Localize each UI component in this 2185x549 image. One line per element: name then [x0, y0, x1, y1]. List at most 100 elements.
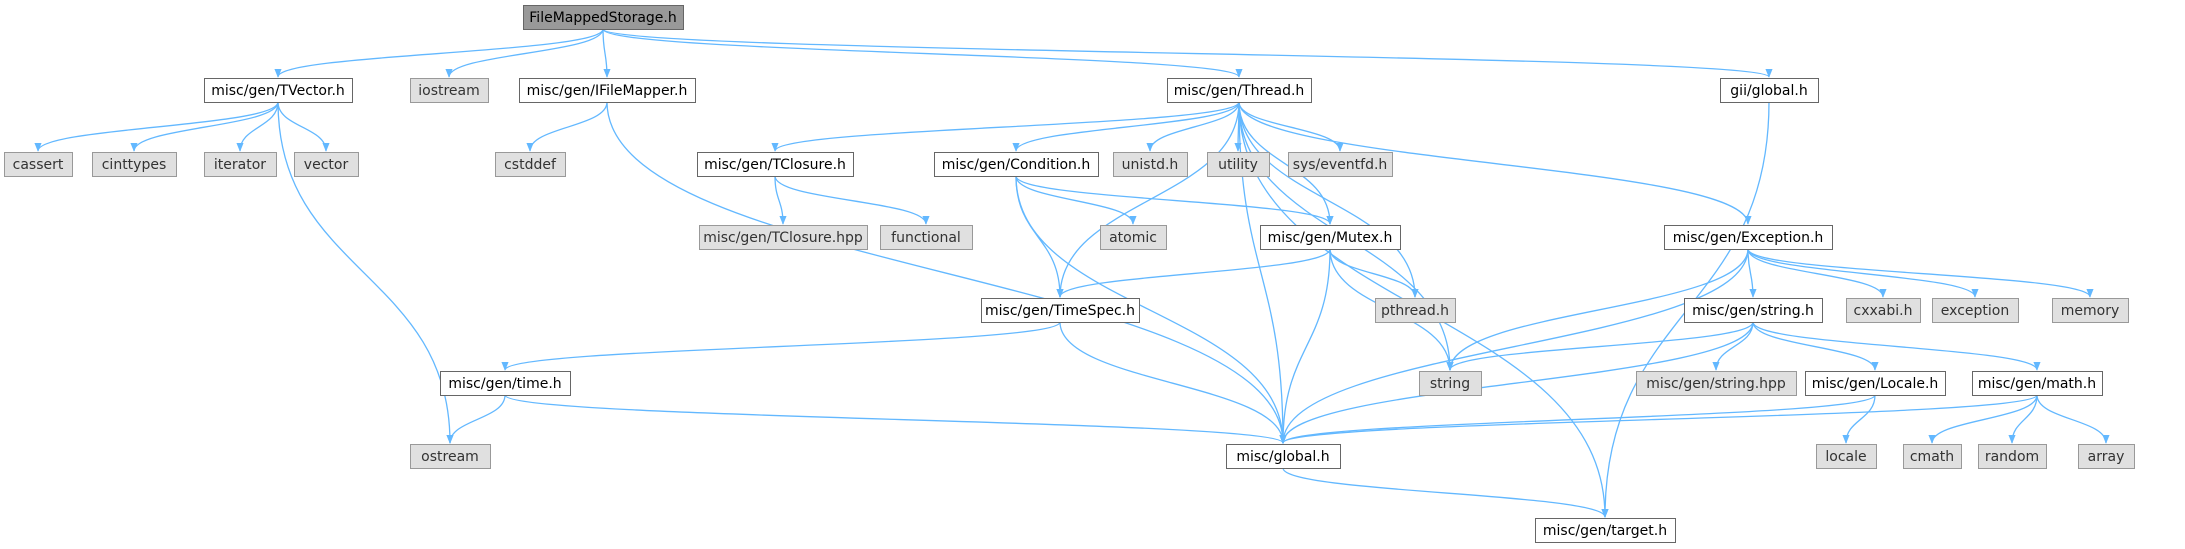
node-box: [1805, 371, 1946, 396]
node-label: exception: [1941, 303, 2009, 319]
edge-filemappedstorage-h-to-misc-gen-tvector-h: [274, 28, 604, 78]
node-misc-gen-tclosure-h[interactable]: misc/gen/TClosure.h: [697, 152, 854, 177]
node-misc-gen-exception-h[interactable]: misc/gen/Exception.h: [1664, 225, 1833, 250]
node-label: FileMappedStorage.h: [529, 10, 676, 26]
node-misc-gen-string-hpp: misc/gen/string.hpp: [1636, 371, 1797, 396]
node-misc-gen-locale-h[interactable]: misc/gen/Locale.h: [1805, 371, 1946, 396]
node-misc-gen-target-h[interactable]: misc/gen/target.h: [1535, 518, 1676, 543]
edge-misc-gen-condition-h-to-misc-gen-mutex-h: [1015, 175, 1334, 225]
node-label: gii/global.h: [1730, 83, 1807, 99]
edge-misc-gen-exception-h-to-misc-gen-string-h: [1747, 248, 1757, 298]
edge-misc-gen-thread-h-to-sys-eventfd-h: [1238, 101, 1344, 152]
node-box: [1903, 444, 1962, 469]
node-box: [699, 225, 868, 250]
node-box: [1100, 225, 1167, 250]
edge-misc-gen-string-h-to-string: [1446, 321, 1754, 371]
node-sys-eventfd-h: sys/eventfd.h: [1288, 152, 1393, 177]
edge-filemappedstorage-h-to-gii-global-h: [602, 28, 1773, 78]
node-box: [1167, 78, 1312, 103]
node-misc-gen-mutex-h[interactable]: misc/gen/Mutex.h: [1260, 225, 1401, 250]
node-box: [934, 152, 1099, 177]
node-box: [2078, 444, 2135, 469]
edge-misc-global-h-to-misc-gen-target-h: [1282, 467, 1609, 518]
edge-misc-gen-thread-h-to-misc-gen-timespec-h: [1056, 101, 1240, 298]
node-box: [4, 152, 73, 177]
node-label: memory: [2061, 303, 2120, 319]
edge-misc-gen-math-h-to-random: [2008, 394, 2038, 444]
node-label: misc/gen/TClosure.hpp: [703, 230, 863, 246]
node-box: [1978, 444, 2047, 469]
node-label: misc/gen/Mutex.h: [1268, 230, 1393, 246]
edge-misc-gen-thread-h-to-unistd-h: [1146, 101, 1240, 152]
node-box: [1932, 298, 2019, 323]
node-box: [523, 5, 684, 30]
node-label: ostream: [421, 449, 479, 465]
edge-misc-gen-time-h-to-misc-global-h: [504, 394, 1287, 444]
node-label: misc/global.h: [1236, 449, 1329, 465]
edge-misc-gen-tvector-h-to-cinttypes: [130, 101, 279, 152]
edge-filemappedstorage-h-to-misc-gen-thread-h: [602, 28, 1243, 78]
node-misc-gen-time-h[interactable]: misc/gen/time.h: [440, 371, 571, 396]
node-label: misc/gen/Thread.h: [1174, 83, 1305, 99]
edge-misc-gen-tvector-h-to-vector: [277, 101, 330, 152]
node-misc-gen-tvector-h[interactable]: misc/gen/TVector.h: [204, 78, 353, 103]
edge-misc-gen-string-h-to-misc-gen-string-hpp: [1712, 321, 1754, 371]
node-box: [1636, 371, 1797, 396]
node-cmath: cmath: [1903, 444, 1962, 469]
node-label: atomic: [1109, 230, 1157, 246]
node-box: [1684, 298, 1823, 323]
edge-misc-gen-ifilemapper-h-to-misc-global-h: [606, 101, 1287, 444]
node-misc-gen-math-h[interactable]: misc/gen/math.h: [1972, 371, 2103, 396]
edge-misc-gen-exception-h-to-misc-global-h: [1279, 248, 1749, 444]
edge-misc-gen-math-h-to-array: [2036, 394, 2110, 444]
node-box: [1535, 518, 1676, 543]
edge-misc-gen-timespec-h-to-misc-gen-time-h: [501, 321, 1061, 371]
edge-misc-gen-condition-h-to-atomic: [1015, 175, 1137, 225]
node-gii-global-h[interactable]: gii/global.h: [1720, 78, 1819, 103]
node-label: string: [1430, 376, 1470, 392]
node-misc-gen-thread-h[interactable]: misc/gen/Thread.h: [1167, 78, 1312, 103]
edge-misc-gen-thread-h-to-misc-gen-condition-h: [1012, 101, 1240, 152]
node-box: [410, 78, 489, 103]
edge-misc-gen-tvector-h-to-cassert: [34, 101, 279, 152]
node-box: [2052, 298, 2129, 323]
node-box: [495, 152, 566, 177]
node-label: cassert: [13, 157, 64, 173]
edge-misc-gen-thread-h-to-misc-gen-tclosure-h: [771, 101, 1240, 152]
edge-misc-gen-string-h-to-misc-gen-math-h: [1752, 321, 2041, 371]
node-box: [1846, 298, 1921, 323]
node-box: [1375, 298, 1456, 323]
edge-misc-gen-condition-h-to-misc-global-h: [1015, 175, 1287, 444]
edge-misc-gen-locale-h-to-locale: [1842, 394, 1876, 444]
node-misc-gen-condition-h[interactable]: misc/gen/Condition.h: [934, 152, 1099, 177]
node-iterator: iterator: [204, 152, 277, 177]
node-unistd-h: unistd.h: [1113, 152, 1188, 177]
node-array: array: [2078, 444, 2135, 469]
node-label: misc/gen/TClosure.h: [704, 157, 846, 173]
edge-misc-gen-exception-h-to-cxxabi-h: [1747, 248, 1887, 298]
node-label: misc/gen/TVector.h: [211, 83, 345, 99]
node-label: misc/gen/Locale.h: [1812, 376, 1939, 392]
edge-misc-gen-locale-h-to-misc-global-h: [1279, 394, 1876, 444]
edge-misc-gen-thread-h-to-misc-gen-mutex-h: [1238, 101, 1334, 225]
edge-misc-gen-mutex-h-to-misc-gen-timespec-h: [1056, 248, 1331, 298]
node-box: [1720, 78, 1819, 103]
node-box: [440, 371, 571, 396]
node-label: cmath: [1910, 449, 1954, 465]
node-ostream: ostream: [410, 444, 491, 469]
node-label: misc/gen/time.h: [448, 376, 561, 392]
node-misc-gen-ifilemapper-h[interactable]: misc/gen/IFileMapper.h: [519, 78, 696, 103]
edge-misc-gen-thread-h-to-misc-gen-exception-h: [1238, 101, 1752, 225]
node-box: [1288, 152, 1393, 177]
node-label: array: [2088, 449, 2125, 465]
node-filemappedstorage-h[interactable]: FileMappedStorage.h: [523, 5, 684, 30]
node-box: [1207, 152, 1270, 177]
node-misc-gen-timespec-h[interactable]: misc/gen/TimeSpec.h: [981, 298, 1140, 323]
node-misc-gen-string-h[interactable]: misc/gen/string.h: [1684, 298, 1823, 323]
node-misc-global-h[interactable]: misc/global.h: [1226, 444, 1341, 469]
edge-misc-gen-timespec-h-to-misc-global-h: [1059, 321, 1287, 444]
node-atomic: atomic: [1100, 225, 1167, 250]
node-box: [204, 152, 277, 177]
